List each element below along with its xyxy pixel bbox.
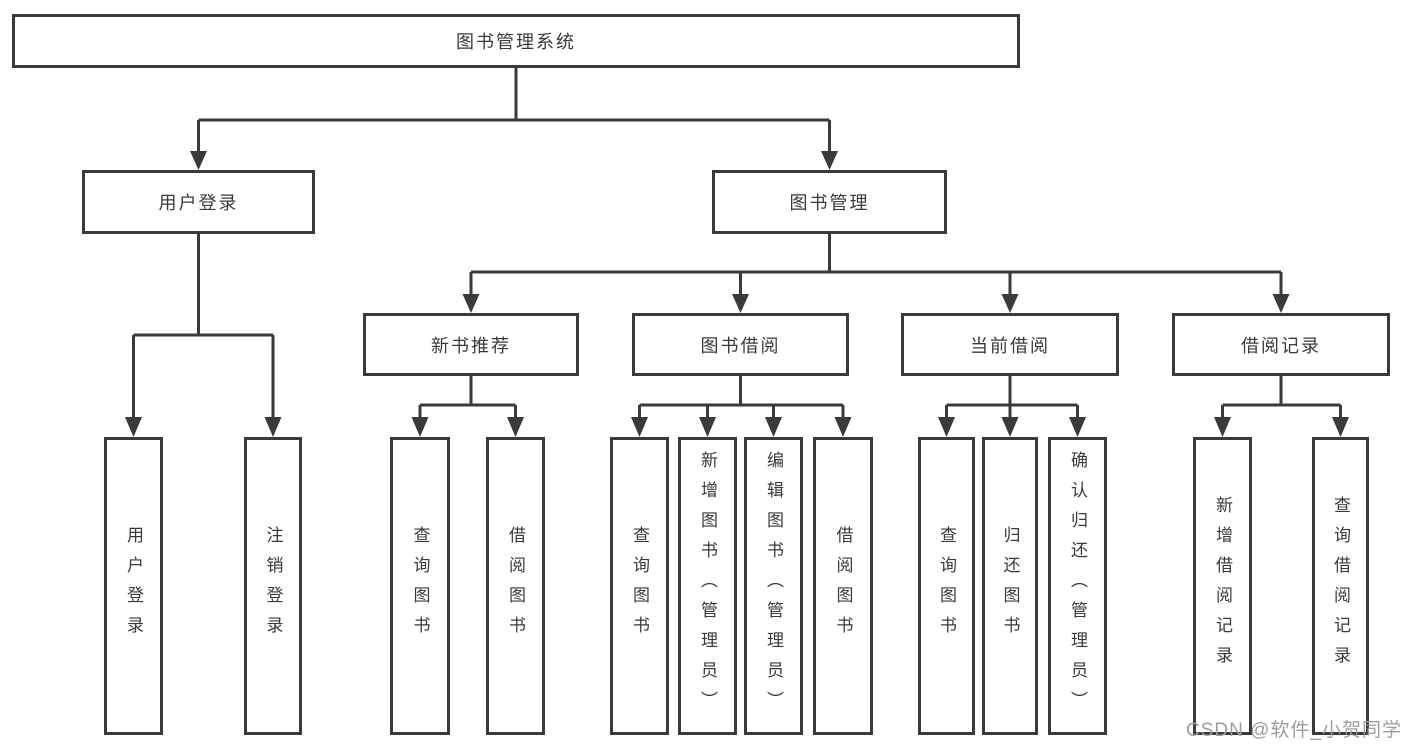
node-new-book-recommend: 新书推荐 (363, 313, 579, 376)
node-book-management: 图书管理 (712, 170, 947, 234)
node-query-books-3: 查询图书 (918, 437, 975, 735)
node-add-books-admin: 新增图书（管理员） (678, 437, 737, 735)
node-borrow-books-2: 借阅图书 (813, 437, 873, 735)
node-edit-books-admin: 编辑图书（管理员） (744, 437, 803, 735)
node-user-login: 用户登录 (82, 170, 315, 234)
node-book-borrow: 图书借阅 (632, 313, 849, 376)
node-borrow-books-1: 借阅图书 (486, 437, 545, 735)
node-query-books-2: 查询图书 (610, 437, 669, 735)
node-logout: 注销登录 (244, 437, 302, 735)
node-user-login-leaf: 用户登录 (104, 437, 163, 735)
arrowhead-icons (125, 151, 1349, 437)
node-current-borrow: 当前借阅 (901, 313, 1119, 376)
node-library-management-system: 图书管理系统 (12, 14, 1020, 68)
node-add-borrow-record: 新增借阅记录 (1193, 437, 1252, 735)
node-return-books: 归还图书 (982, 437, 1038, 735)
node-query-borrow-record: 查询借阅记录 (1312, 437, 1369, 735)
connector-edges (132, 68, 1342, 419)
csdn-watermark: CSDN @软件_小贺同学 (1186, 720, 1402, 741)
node-confirm-return-admin: 确认归还（管理员） (1048, 437, 1107, 735)
node-borrow-records: 借阅记录 (1172, 313, 1390, 376)
node-query-books-1: 查询图书 (390, 437, 450, 735)
